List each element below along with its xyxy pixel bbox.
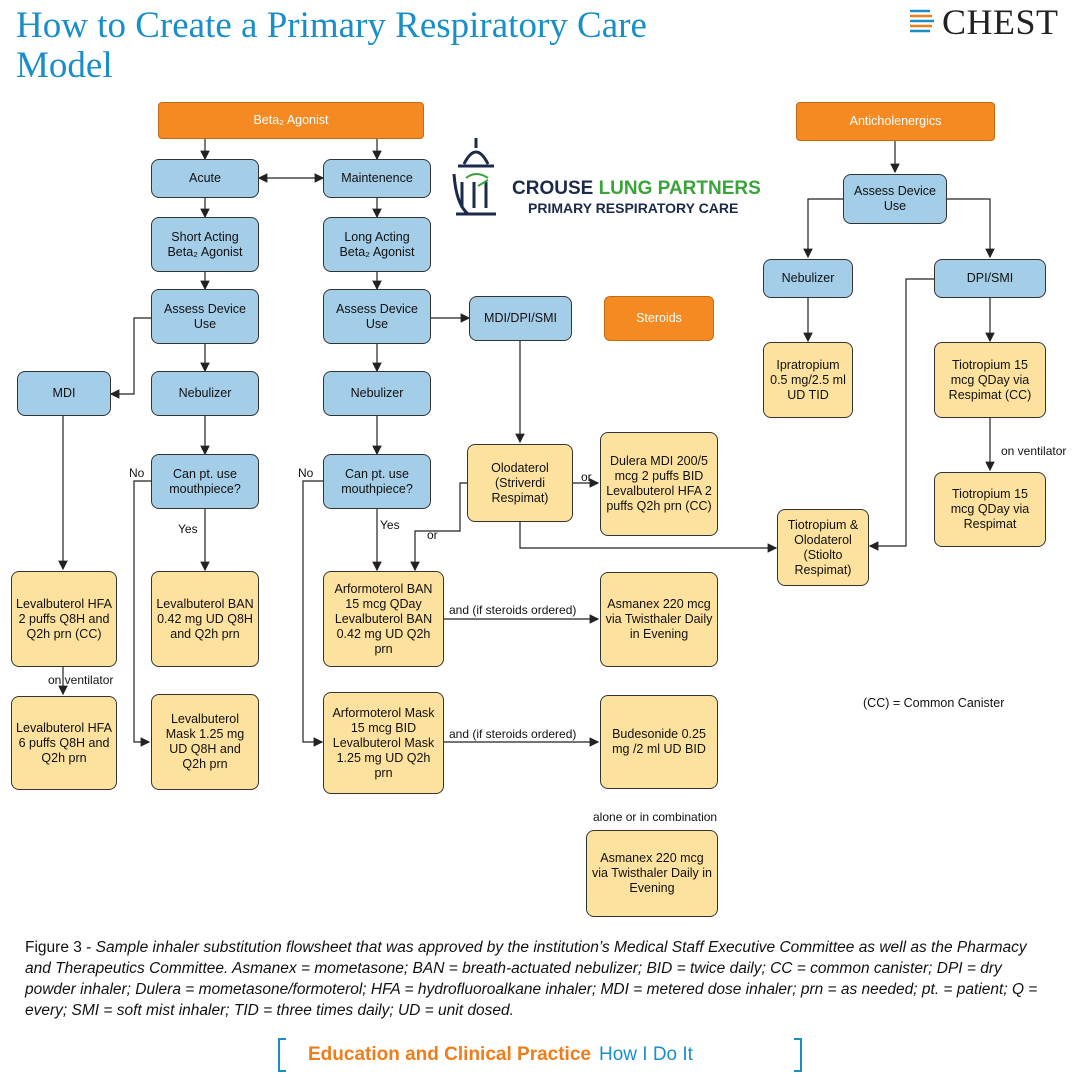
figure-caption-text: Sample inhaler substitution flowsheet th… <box>25 939 1038 1019</box>
chest-logo-text: CHEST <box>942 2 1059 42</box>
levalbuterol-hfa-node-1: Levalbuterol HFA 2 puffs Q8H and Q2h prn… <box>11 571 117 667</box>
maintenence-node: Maintenence <box>323 159 431 198</box>
nebulizer-node-1: Nebulizer <box>151 371 259 416</box>
yes-label-2: Yes <box>380 518 400 532</box>
assess-device-node-3: Assess Device Use <box>843 174 947 224</box>
anticholenergics-node: Anticholenergics <box>796 102 995 141</box>
crouse-title: CROUSE LUNG PARTNERS <box>512 178 761 200</box>
mouthpiece-node-1: Can pt. use mouthpiece? <box>151 454 259 509</box>
footer-bracket-right <box>794 1038 802 1072</box>
nebulizer-node-3: Nebulizer <box>763 259 853 298</box>
tiotropium-node-2: Tiotropium 15 mcg QDay via Respimat <box>934 472 1046 547</box>
footer: Education and Clinical Practice How I Do … <box>278 1038 802 1072</box>
levalbuterol-mask-node: Levalbuterol Mask 1.25 mg UD Q8H and Q2h… <box>151 694 259 790</box>
arformoterol-ban-node: Arformoterol BAN 15 mcg QDay Levalbutero… <box>323 571 444 667</box>
dpi-smi-node: DPI/SMI <box>934 259 1046 298</box>
no-label-2: No <box>298 466 314 480</box>
footer-section: Education and Clinical Practice <box>308 1044 591 1065</box>
no-label-1: No <box>129 466 145 480</box>
figure-number: Figure 3 - <box>25 939 96 956</box>
budesonide-node: Budesonide 0.25 mg /2 ml UD BID <box>600 695 718 789</box>
asmanex-node-2: Asmanex 220 mcg via Twisthaler Daily in … <box>586 830 718 917</box>
or-label-1: or <box>581 470 592 484</box>
levalbuterol-ban-node: Levalbuterol BAN 0.42 mg UD Q8H and Q2h … <box>151 571 259 667</box>
footer-series: How I Do It <box>598 1044 693 1065</box>
acute-node: Acute <box>151 159 259 198</box>
beta-agonist-node: Beta₂ Agonist <box>158 102 424 139</box>
mdi-node: MDI <box>17 371 111 416</box>
on-ventilator-label-1: on ventilator <box>48 673 114 687</box>
mdi-dpi-smi-node: MDI/DPI/SMI <box>469 296 572 341</box>
assess-device-node-2: Assess Device Use <box>323 289 431 344</box>
building-icon <box>452 138 496 216</box>
long-acting-node: Long Acting Beta₂ Agonist <box>323 217 431 272</box>
chest-stripes-icon <box>910 9 934 33</box>
tiotropium-node-1: Tiotropium 15 mcg QDay via Respimat (CC) <box>934 342 1046 418</box>
asmanex-node-1: Asmanex 220 mcg via Twisthaler Daily in … <box>600 572 718 667</box>
mouthpiece-node-2: Can pt. use mouthpiece? <box>323 454 431 509</box>
on-ventilator-label-2: on ventilator <box>1001 444 1067 458</box>
dulera-node: Dulera MDI 200/5 mcg 2 puffs BID Levalbu… <box>600 432 718 536</box>
page-title: How to Create a Primary Respiratory Care… <box>16 5 647 86</box>
alone-combination-label: alone or in combination <box>593 810 718 824</box>
chest-logo: CHEST <box>908 2 1059 42</box>
footer-bracket-left <box>278 1038 286 1072</box>
steroids-node: Steroids <box>604 296 714 341</box>
figure-caption: Figure 3 - Sample inhaler substitution f… <box>25 937 1055 1021</box>
crouse-title-part2: LUNG PARTNERS <box>598 178 761 199</box>
levalbuterol-hfa-node-2: Levalbuterol HFA 6 puffs Q8H and Q2h prn <box>11 696 117 790</box>
crouse-subtitle: PRIMARY RESPIRATORY CARE <box>528 200 739 216</box>
or-label-2: or <box>427 528 438 542</box>
tiotropium-olodaterol-node: Tiotropium & Olodaterol (Stiolto Respima… <box>777 509 869 586</box>
short-acting-node: Short Acting Beta₂ Agonist <box>151 217 259 272</box>
footer-text: Education and Clinical Practice How I Do … <box>308 1044 693 1066</box>
cc-legend: (CC) = Common Canister <box>863 696 1005 710</box>
flowchart-connectors <box>58 139 995 747</box>
assess-device-node-1: Assess Device Use <box>151 289 259 344</box>
ipratropium-node: Ipratropium 0.5 mg/2.5 ml UD TID <box>763 342 853 418</box>
steroids-ordered-label-1: and (if steroids ordered) <box>449 603 577 617</box>
steroids-ordered-label-2: and (if steroids ordered) <box>449 727 577 741</box>
olodaterol-node: Olodaterol (Striverdi Respimat) <box>467 444 573 522</box>
crouse-title-part1: CROUSE <box>512 178 599 199</box>
yes-label-1: Yes <box>178 522 198 536</box>
nebulizer-node-2: Nebulizer <box>323 371 431 416</box>
arformoterol-mask-node: Arformoterol Mask 15 mcg BID Levalbutero… <box>323 692 444 794</box>
